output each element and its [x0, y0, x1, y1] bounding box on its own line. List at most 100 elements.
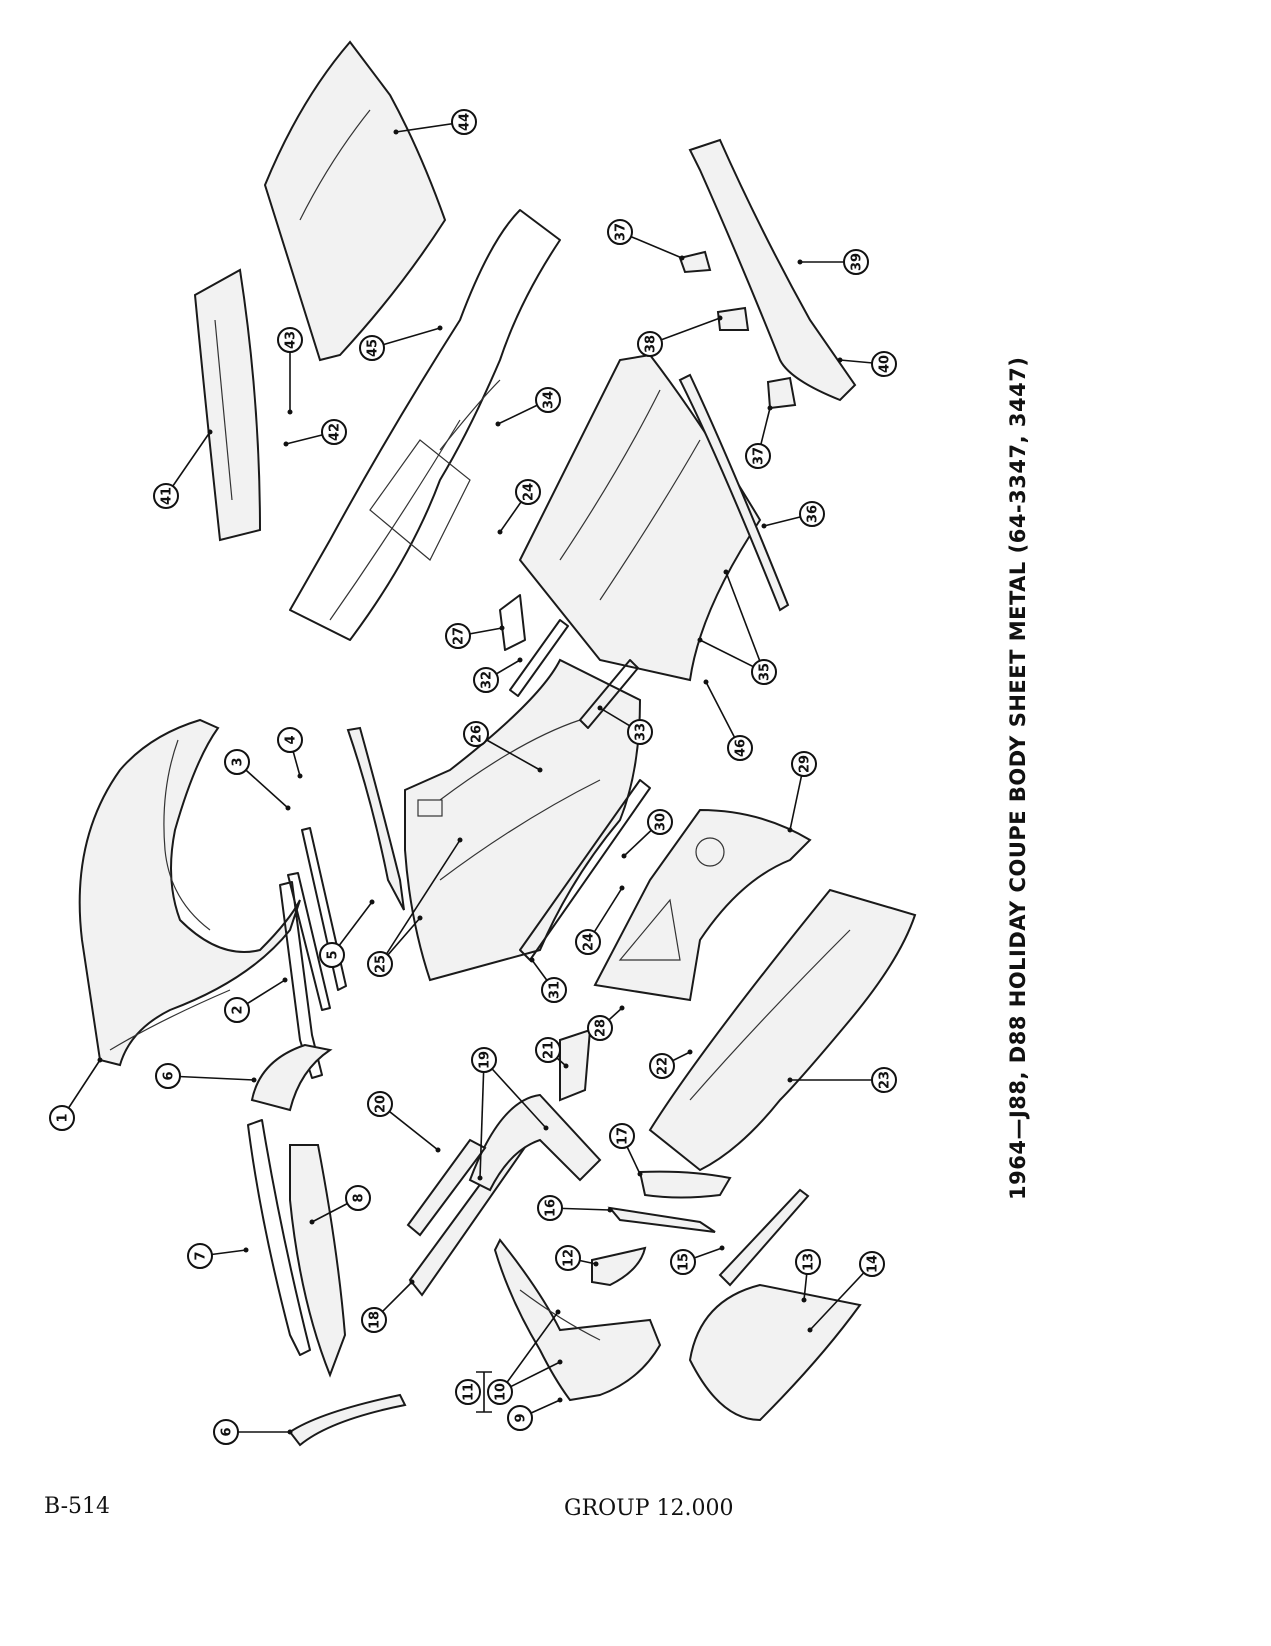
callout-number: 37: [752, 447, 767, 465]
callout-circle: [463, 721, 489, 747]
callout-c18: 18: [361, 1307, 387, 1333]
callout-number: 32: [480, 671, 495, 689]
callout-number: 6: [162, 1071, 177, 1080]
callout-circle: [367, 1091, 393, 1117]
callout-number: 37: [614, 223, 629, 241]
leader-arrowhead-c25-1: [457, 837, 463, 843]
callout-number: 24: [582, 933, 597, 951]
callout-number: 16: [544, 1199, 559, 1217]
callout-circle: [515, 479, 541, 505]
callout-number: 3: [231, 757, 246, 766]
callout-circle: [155, 1063, 181, 1089]
callout-c43: 43: [277, 327, 303, 353]
callout-circle: [537, 1195, 563, 1221]
callout-circle: [445, 623, 471, 649]
leader-arrowhead-c37a-0: [679, 255, 685, 261]
callout-circle: [224, 997, 250, 1023]
callout-c16: 16: [537, 1195, 563, 1221]
callout-c36: 36: [799, 501, 825, 527]
callout-circle: [367, 951, 393, 977]
callout-circle: [799, 501, 825, 527]
callout-circle: [224, 749, 250, 775]
callout-c2: 2: [224, 997, 250, 1023]
leader-arrowhead-c13-0: [801, 1297, 807, 1303]
callout-c37a: 37: [607, 219, 633, 245]
callout-number: 34: [542, 391, 557, 409]
callout-circle: [321, 419, 347, 445]
leader-arrowhead-c33-0: [597, 705, 603, 711]
leader-arrowhead-c28-0: [619, 1005, 625, 1011]
part-21: [559, 1028, 592, 1102]
callout-number: 11: [462, 1383, 477, 1401]
callout-c6a: 6: [155, 1063, 181, 1089]
callout-circle: [587, 1015, 613, 1041]
callout-c32: 32: [473, 667, 499, 693]
callout-circle: [187, 1243, 213, 1269]
callout-circle: [487, 1379, 513, 1405]
callout-c10: 10: [487, 1379, 513, 1405]
part-drawings: [78, 40, 917, 1447]
callout-number: 21: [542, 1041, 557, 1059]
leader-arrowhead-c10-1: [555, 1309, 561, 1315]
callout-number: 8: [352, 1193, 367, 1202]
callout-circle: [575, 929, 601, 955]
leader-arrowhead-c22-0: [687, 1049, 693, 1055]
leader-line-c35-1: [725, 571, 765, 673]
callout-circle: [871, 1067, 897, 1093]
callout-number: 2: [231, 1005, 246, 1014]
callout-circle: [670, 1249, 696, 1275]
part-inner-quarter: [593, 808, 812, 1002]
callout-c31: 31: [541, 977, 567, 1003]
callout-number: 23: [878, 1071, 893, 1089]
callout-circle: [795, 1249, 821, 1275]
callout-number: 35: [758, 663, 773, 681]
leader-line-c19-1: [483, 1059, 547, 1129]
leader-arrowhead-c23-0: [787, 1077, 793, 1083]
leader-arrowhead-c9-0: [557, 1397, 563, 1403]
callout-number: 29: [798, 755, 813, 773]
callout-number: 4: [284, 735, 299, 744]
callout-c34: 34: [535, 387, 561, 413]
callout-number: 31: [548, 981, 563, 999]
callout-number: 22: [656, 1057, 671, 1075]
part-roof-glass: [263, 40, 447, 362]
part-drip-rail: [279, 881, 323, 1079]
callout-circle: [319, 942, 345, 968]
part-sill: [519, 779, 651, 961]
callout-number: 13: [802, 1253, 817, 1271]
callout-circle: [745, 443, 771, 469]
callout-circle: [359, 335, 385, 361]
callout-number: 17: [616, 1127, 631, 1145]
callout-circle: [361, 1307, 387, 1333]
callout-c28: 28: [587, 1015, 613, 1041]
callout-number: 30: [654, 813, 669, 831]
part-rail-4: [301, 827, 347, 991]
callout-number: 20: [374, 1095, 389, 1113]
part-20: [406, 1138, 487, 1237]
callout-circle: [751, 659, 777, 685]
callout-c46: 46: [727, 735, 753, 761]
callout-number: 28: [594, 1019, 609, 1037]
callout-c44: 44: [451, 109, 477, 135]
callout-c39: 39: [843, 249, 869, 275]
part-floor-pan: [404, 658, 642, 982]
leader-arrowhead-c35-0: [697, 637, 703, 643]
callout-circle: [649, 1053, 675, 1079]
callout-circle: [455, 1379, 481, 1405]
leader-arrowhead-c18-0: [409, 1279, 415, 1285]
callout-number: 45: [366, 339, 381, 357]
callout-number: 26: [470, 725, 485, 743]
group-label: GROUP 12.000: [564, 1496, 734, 1521]
callout-circle: [451, 109, 477, 135]
callout-number: 10: [494, 1383, 509, 1401]
part-crossmember-33: [579, 659, 639, 729]
leader-line-c10-1: [499, 1311, 559, 1393]
part-windshield-header: [346, 726, 405, 911]
part-bracket-37a: [678, 250, 712, 274]
leader-arrowhead-c20-0: [435, 1147, 441, 1153]
callout-c1: 1: [49, 1105, 75, 1131]
leader-line-c14-0: [809, 1263, 873, 1331]
group-bracket-11: [476, 1371, 492, 1413]
callout-c38: 38: [637, 331, 663, 357]
callout-number: 33: [634, 723, 649, 741]
